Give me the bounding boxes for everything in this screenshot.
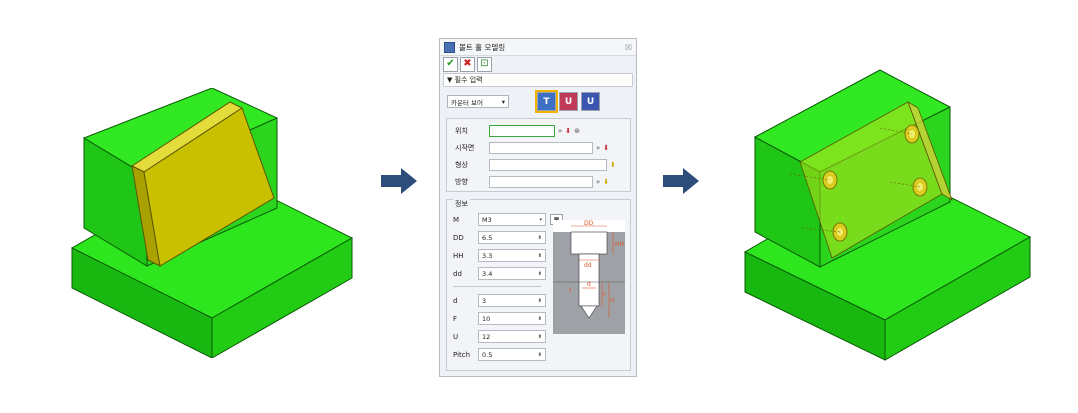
shape-label: 형상 [455, 161, 468, 169]
param-hh-label: HH [453, 251, 464, 260]
param-m-label: M [453, 215, 460, 224]
dialog-titlebar: 볼트 홀 모델링 ☒ [440, 39, 636, 56]
shape-row: 형상 ⬇ [455, 159, 616, 171]
param-d-row: d 3⬍ [453, 294, 546, 307]
param-d-input[interactable]: 3⬍ [478, 294, 546, 307]
chevron-down-icon: ▾ [501, 97, 505, 106]
tap-type-button[interactable]: U [581, 92, 600, 111]
dialog-toolbar: ✔ ✖ ⊡ [440, 56, 636, 72]
param-smalldd-row: dd 3.4 ⬍ [453, 267, 546, 280]
param-dd-value: 6.5 [482, 233, 493, 242]
start-face-row: 시작면 » ⬇ [455, 142, 609, 154]
param-u-input[interactable]: 12 ⬍ [478, 330, 546, 343]
hole-type-select[interactable]: 카운터 보어 ▾ [447, 95, 509, 108]
param-dd-input[interactable]: 6.5 ⬍ [478, 231, 546, 244]
position-label: 위치 [455, 127, 468, 135]
required-input-section[interactable]: ▼ 필수 입력 [443, 73, 633, 87]
direction-row: 방향 » ⬇ [455, 176, 609, 188]
hole-type-value: 카운터 보어 [451, 98, 483, 107]
bracket-model-after [743, 69, 1032, 361]
hole-type-buttons: T U U [535, 90, 600, 113]
spinner-icon[interactable]: ⬍ [537, 297, 542, 304]
param-hh-value: 3.3 [482, 251, 493, 260]
spinner-icon[interactable]: ⬍ [537, 315, 542, 322]
start-face-label: 시작면 [455, 144, 475, 152]
input-fields-group: 위치 » ⬇ ⊛ 시작면 » ⬇ 형상 ⬇ 방향 » ⬇ [446, 118, 631, 192]
direction-label: 방향 [455, 178, 468, 186]
ok-button[interactable]: ✔ [443, 56, 458, 72]
pick-icon[interactable]: ⬇ [603, 144, 610, 152]
preview-button[interactable]: ⊡ [477, 56, 492, 72]
param-f-label: F [453, 314, 458, 323]
param-d-value: 3 [482, 296, 487, 305]
param-dd-row: DD 6.5 ⬍ [453, 231, 546, 244]
param-m-select[interactable]: M3 ▾ [478, 213, 546, 226]
param-divider [453, 286, 541, 287]
drill-type-button[interactable]: U [559, 92, 578, 111]
chevron-icon[interactable]: » [596, 144, 601, 152]
dialog-title: 볼트 홀 모델링 [459, 42, 506, 52]
param-pitch-value: 0.5 [482, 350, 493, 359]
diagram-label-dd-upper: DD [584, 220, 594, 227]
param-f-value: 10 [482, 314, 491, 323]
start-face-field[interactable] [489, 142, 593, 154]
bracket-model-before [70, 88, 354, 358]
param-u-label: U [453, 332, 459, 341]
position-field[interactable] [489, 125, 555, 137]
param-smalldd-label: dd [453, 269, 462, 278]
app-icon [444, 41, 455, 53]
pick-icon[interactable]: ⬇ [603, 178, 610, 186]
pick-icon[interactable]: ⬇ [565, 127, 572, 135]
shape-field[interactable] [489, 159, 607, 171]
param-hh-row: HH 3.3 ⬍ [453, 249, 546, 262]
param-dd-label: DD [453, 233, 464, 242]
param-d-label: d [453, 296, 458, 305]
param-m-row: M M3 ▾ ▦ [453, 213, 563, 226]
spinner-icon[interactable]: ⬍ [537, 333, 542, 340]
param-smalldd-input[interactable]: 3.4 ⬍ [478, 267, 546, 280]
param-u-row: U 12 ⬍ [453, 330, 546, 343]
param-f-row: F 10 ⬍ [453, 312, 546, 325]
hole-type-row: 카운터 보어 ▾ [447, 95, 509, 108]
spinner-icon[interactable]: ⬍ [537, 234, 542, 241]
param-f-input[interactable]: 10 ⬍ [478, 312, 546, 325]
diagram-label-t: t [569, 287, 572, 294]
arrow-right-icon [381, 168, 417, 194]
counterbore-type-button[interactable]: T [535, 90, 558, 113]
close-icon[interactable]: ☒ [624, 42, 632, 52]
diagram-label-u: U [610, 297, 614, 304]
pick-icon[interactable]: ⬇ [610, 161, 616, 169]
param-pitch-row: Pitch 0.5 ⬍ [453, 348, 546, 361]
direction-field[interactable] [489, 176, 593, 188]
param-m-value: M3 [482, 215, 492, 224]
diagram-label-hh: HH [615, 241, 624, 248]
spinner-icon[interactable]: ⬍ [537, 252, 542, 259]
cancel-button[interactable]: ✖ [460, 56, 475, 72]
spinner-icon[interactable]: ⬍ [537, 351, 542, 358]
arrow-right-icon [663, 168, 699, 194]
position-row: 위치 » ⬇ ⊛ [455, 125, 580, 137]
chevron-icon[interactable]: » [596, 178, 601, 186]
info-group: 정보 M M3 ▾ ▦ DD 6.5⬍ HH 3.3⬍ dd 3.4⬍ d 3⬍ [446, 199, 631, 371]
chevron-icon[interactable]: » [558, 127, 563, 135]
chevron-down-icon: ▾ [539, 216, 542, 223]
diagram-label-dd-lower: dd [584, 262, 592, 269]
param-pitch-label: Pitch [453, 350, 471, 359]
diagram-label-d: d [587, 281, 591, 288]
pin-icon[interactable]: ⊛ [574, 127, 581, 135]
param-u-value: 12 [482, 332, 491, 341]
diagram-label-f: F [603, 292, 607, 299]
param-pitch-input[interactable]: 0.5 ⬍ [478, 348, 546, 361]
bolt-hole-dialog: 볼트 홀 모델링 ☒ ✔ ✖ ⊡ ▼ 필수 입력 카운터 보어 ▾ T U U … [439, 38, 637, 377]
param-hh-input[interactable]: 3.3 ⬍ [478, 249, 546, 262]
param-smalldd-value: 3.4 [482, 269, 493, 278]
spinner-icon[interactable]: ⬍ [537, 270, 542, 277]
info-title: 정보 [453, 199, 470, 209]
counterbore-diagram: DD HH dd d F U t [553, 220, 625, 334]
